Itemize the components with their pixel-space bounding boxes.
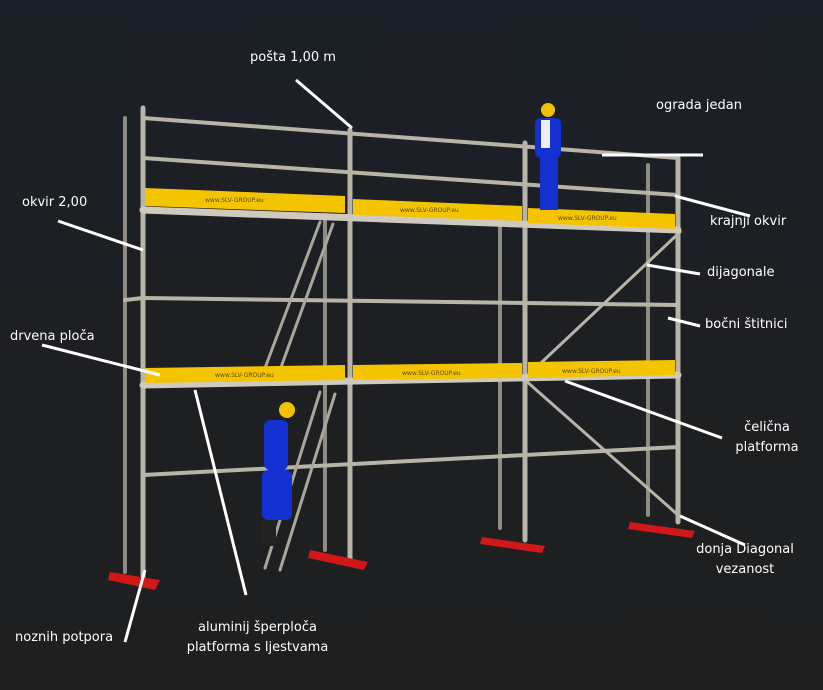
rails — [123, 116, 680, 477]
plank-brand: www.SLV-GROUP.eu — [558, 215, 617, 222]
label-end-frame: krajnji okvir — [710, 214, 787, 229]
worker-top — [535, 103, 561, 210]
label-bottom-diagonal-line2: vezanost — [715, 562, 775, 577]
plank — [145, 188, 345, 213]
plank-brand: www.SLV-GROUP.eu — [400, 207, 459, 214]
label-diagonals: dijagonale — [707, 265, 775, 280]
label-side-guards: bočni štitnici — [705, 317, 788, 332]
plank — [353, 199, 522, 221]
worker-climbing — [262, 402, 295, 546]
label-frame: okvir 2,00 — [22, 195, 88, 210]
label-alu-platform: aluminij šperploča platforma s ljestvama — [170, 618, 345, 658]
plank-brand: www.SLV-GROUP.eu — [562, 368, 621, 375]
scaffold-structure — [123, 105, 682, 581]
label-alu-platform-line1: aluminij šperploča — [198, 620, 317, 635]
plank-brand: www.SLV-GROUP.eu — [205, 197, 264, 204]
label-steel-platform: čelična platforma — [722, 418, 812, 458]
ladders — [263, 220, 337, 572]
label-post: pošta 1,00 m — [250, 50, 336, 65]
leader-lines — [41, 78, 751, 643]
plank — [353, 363, 522, 380]
plank — [528, 360, 675, 378]
label-bottom-diagonal: donja Diagonal vezanost — [680, 540, 810, 580]
label-wood-plank: drvena ploča — [10, 329, 95, 344]
plank — [528, 208, 675, 229]
label-alu-platform-line2: platforma s ljestvama — [186, 640, 329, 655]
plank-brand: www.SLV-GROUP.eu — [215, 372, 274, 379]
label-steel-platform-line2: platforma — [735, 440, 799, 455]
plank — [145, 365, 345, 383]
label-guardrail: ograda jedan — [656, 98, 742, 113]
wood-planks: www.SLV-GROUP.eu www.SLV-GROUP.eu www.SL… — [145, 188, 675, 383]
diagonals — [523, 230, 682, 517]
label-bottom-diagonal-line1: donja Diagonal — [696, 542, 794, 557]
base-plates — [108, 522, 695, 590]
label-base-jacks: noznih potpora — [15, 630, 114, 645]
front-posts — [140, 105, 681, 581]
plank-brand: www.SLV-GROUP.eu — [402, 370, 461, 377]
label-steel-platform-line1: čelična — [744, 420, 790, 435]
